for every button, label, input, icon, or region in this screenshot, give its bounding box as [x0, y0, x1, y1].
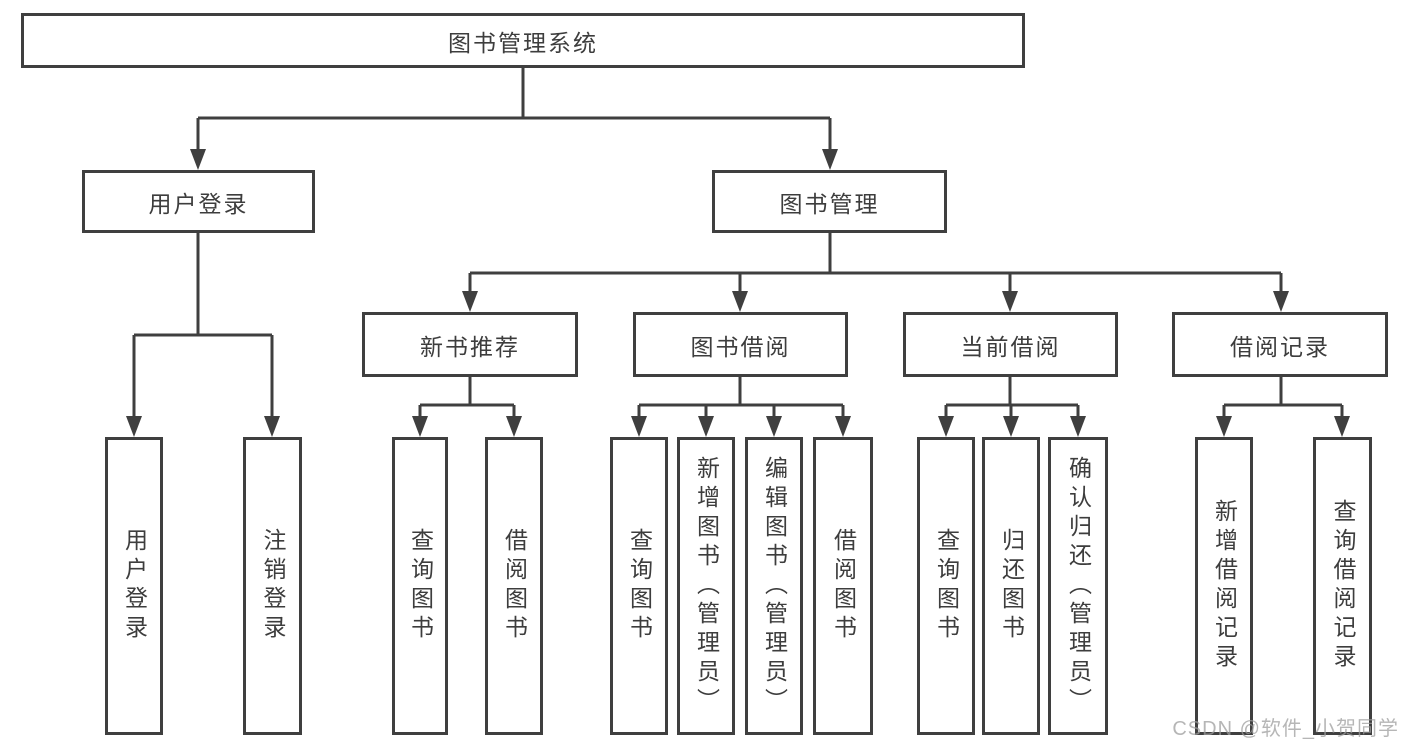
leaf-return-book: 归还图书 — [982, 437, 1040, 735]
node-user-login: 用户登录 — [82, 170, 315, 233]
leaf-logout: 注销登录 — [243, 437, 302, 735]
leaf-query-book-current: 查询图书 — [917, 437, 975, 735]
leaf-query-book-current-label: 查询图书 — [933, 528, 960, 644]
leaf-query-book-borrowing-label: 查询图书 — [626, 528, 653, 644]
leaf-query-book-recommend: 查询图书 — [392, 437, 448, 735]
leaf-borrow-book-recommend: 借阅图书 — [485, 437, 543, 735]
leaf-edit-book-admin-label: 编辑图书（管理员） — [761, 455, 788, 717]
leaf-borrow-book-recommend-label: 借阅图书 — [501, 528, 528, 644]
leaf-add-book-admin-label: 新增图书（管理员） — [693, 455, 720, 717]
leaf-query-book-borrowing: 查询图书 — [610, 437, 668, 735]
node-book-borrowing: 图书借阅 — [633, 312, 848, 377]
leaf-add-borrow-record: 新增借阅记录 — [1195, 437, 1253, 735]
leaf-user-login-label: 用户登录 — [121, 528, 148, 644]
node-borrowing-records: 借阅记录 — [1172, 312, 1388, 377]
leaf-return-book-label: 归还图书 — [998, 528, 1025, 644]
leaf-query-book-recommend-label: 查询图书 — [407, 528, 434, 644]
leaf-edit-book-admin: 编辑图书（管理员） — [745, 437, 803, 735]
leaf-user-login: 用户登录 — [105, 437, 163, 735]
node-library-management-system: 图书管理系统 — [21, 13, 1025, 68]
leaf-query-borrow-record: 查询借阅记录 — [1313, 437, 1372, 735]
csdn-watermark: CSDN @软件_小贺同学 — [1172, 718, 1399, 740]
leaf-borrow-book-borrowing-label: 借阅图书 — [830, 528, 857, 644]
node-book-management: 图书管理 — [712, 170, 947, 233]
leaf-add-borrow-record-label: 新增借阅记录 — [1211, 499, 1238, 673]
leaf-confirm-return-admin-label: 确认归还（管理员） — [1065, 455, 1092, 717]
leaf-borrow-book-borrowing: 借阅图书 — [813, 437, 873, 735]
leaf-add-book-admin: 新增图书（管理员） — [677, 437, 735, 735]
leaf-query-borrow-record-label: 查询借阅记录 — [1330, 499, 1356, 673]
node-new-book-recommendation: 新书推荐 — [362, 312, 578, 377]
leaf-logout-label: 注销登录 — [260, 528, 286, 644]
leaf-confirm-return-admin: 确认归还（管理员） — [1048, 437, 1108, 735]
node-current-borrowing: 当前借阅 — [903, 312, 1118, 377]
